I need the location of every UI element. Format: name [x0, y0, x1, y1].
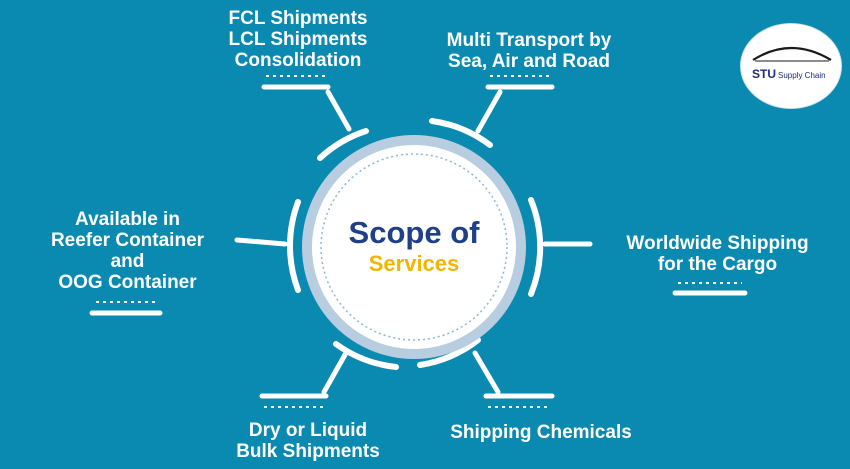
service-label-multi-transport: Multi Transport by Sea, Air and Road [446, 30, 612, 72]
logo-name: STU [752, 67, 776, 81]
center-title: Scope of [348, 215, 480, 250]
service-label-worldwide: Worldwide Shipping for the Cargo [626, 233, 809, 275]
label-bars [89, 84, 748, 399]
service-label-fcl-lcl: FCL Shipments LCL Shipments Consolidatio… [228, 8, 368, 71]
spoke-left [234, 237, 288, 247]
spokes [234, 89, 593, 395]
service-label-containers: Available in Reefer Container and OOG Co… [50, 209, 205, 293]
center-subtitle: Services [368, 251, 460, 276]
bridge-icon [752, 46, 832, 62]
label-dashes [96, 75, 742, 408]
hub-arc-ring [287, 118, 544, 370]
service-label-bulk: Dry or Liquid Bulk Shipments [236, 420, 380, 462]
hub-circle [312, 145, 516, 349]
hub-dotted-ring [320, 153, 508, 341]
spoke-bottom-left [321, 350, 349, 395]
spoke-top-right [475, 89, 503, 134]
spoke-top-left [325, 89, 352, 132]
logo-tagline: Supply Chain [778, 71, 826, 80]
spoke-bottom-right [472, 350, 501, 395]
service-label-chemicals: Shipping Chemicals [450, 422, 632, 443]
